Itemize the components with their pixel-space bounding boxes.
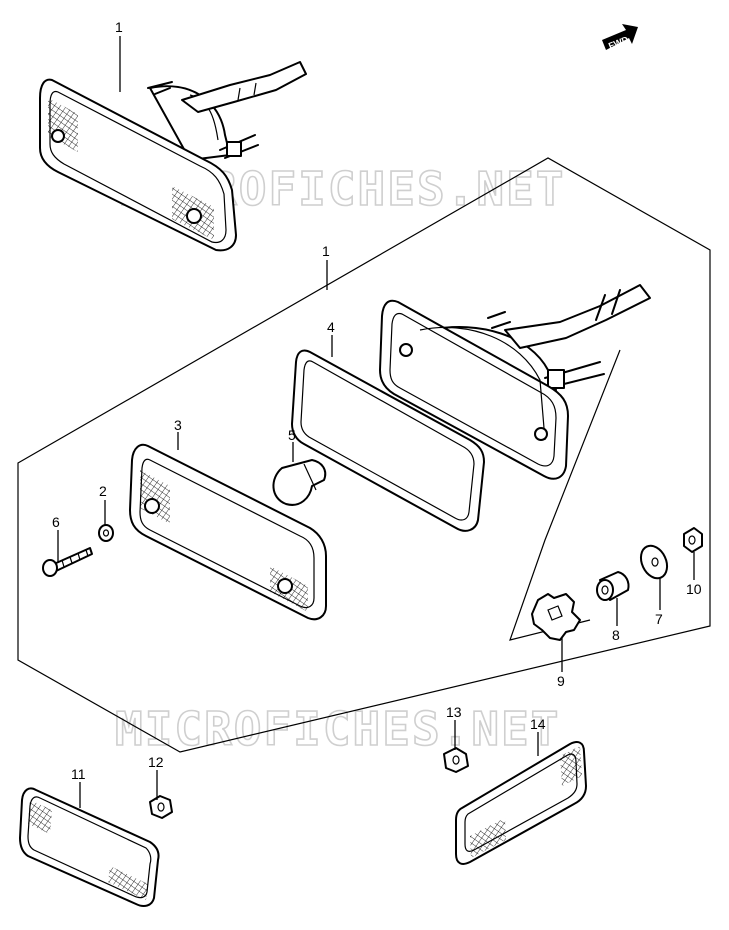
- callout-2: 2: [99, 483, 107, 499]
- callout-14: 14: [530, 716, 546, 732]
- collar: [596, 571, 630, 601]
- callout-1-top: 1: [115, 19, 123, 35]
- side-reflector-left: [19, 787, 160, 907]
- callout-9: 9: [557, 673, 565, 689]
- clip-nut-right: [443, 747, 469, 773]
- leader-lines: [57, 36, 695, 808]
- watermark-bottom: MICROFICHES.NET: [115, 702, 560, 756]
- callout-8: 8: [612, 627, 620, 643]
- callout-13: 13: [446, 704, 462, 720]
- front-turn-signal-lamp: [39, 61, 307, 252]
- lamp-lens: [129, 443, 327, 621]
- callout-1-exploded: 1: [322, 243, 330, 259]
- nut: [683, 527, 703, 553]
- callout-12: 12: [148, 754, 164, 770]
- lamp-housing: [379, 284, 651, 480]
- callouts: 1 1 2 3 4 5 6 7 8 9 10 11 12 13 14: [52, 19, 702, 782]
- callout-6: 6: [52, 514, 60, 530]
- forward-arrow-icon: FWD: [602, 24, 638, 51]
- assembly-outline: [17, 157, 711, 753]
- callout-10: 10: [686, 581, 702, 597]
- callout-11: 11: [71, 766, 86, 782]
- lens-gasket: [291, 349, 485, 532]
- rubber-grommet: [531, 593, 581, 641]
- callout-4: 4: [327, 319, 335, 335]
- flat-washer: [639, 544, 669, 580]
- callout-7: 7: [655, 611, 663, 627]
- screw: [42, 547, 93, 577]
- clip-nut-left: [149, 795, 173, 819]
- washer: [98, 524, 114, 542]
- callout-3: 3: [174, 417, 182, 433]
- bulb: [272, 459, 327, 506]
- callout-5: 5: [288, 427, 296, 443]
- side-reflector-right: [455, 741, 587, 865]
